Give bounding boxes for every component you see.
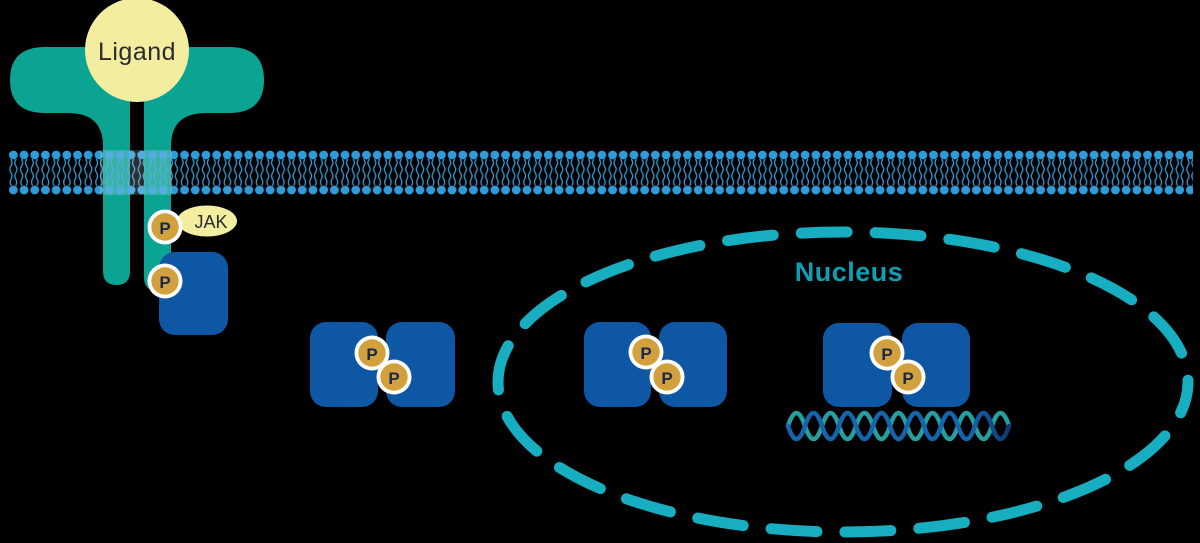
phosphate-badge: P [890,359,926,395]
phosphate-badge: P [354,335,390,371]
ligand-label: Ligand [98,38,176,66]
phosphate-label: P [640,344,651,363]
phosphate-circle [653,363,681,391]
phosphate-circle [632,338,660,366]
lipid-bilayer [8,150,1193,195]
dna-helix [785,410,1012,442]
phosphate-label: P [159,273,170,292]
phosphate-label: P [661,369,672,388]
phosphate-circle [894,363,922,391]
phosphate-label: P [388,369,399,388]
nucleus-envelope [492,226,1194,538]
dna-strand-blue [785,410,1012,442]
dna-strand-teal [785,410,1012,442]
jak-kinase: JAK [177,205,237,237]
stat-dimer-nuclear-entry: P P [584,322,727,407]
receptor-right-chain [144,47,264,291]
phosphate-badge: P [147,209,183,245]
phosphate-label: P [902,369,913,388]
receptor-left-chain [10,47,130,285]
jak-label: JAK [194,212,227,232]
ligand-circle [85,0,189,102]
cell-membrane [8,150,1193,195]
phosphate-label: P [366,345,377,364]
phosphate-circle [151,267,179,295]
receptor [10,47,264,291]
membrane-receptor-overlap [100,150,172,195]
jak-ellipse [177,205,237,237]
phosphate-label: P [159,219,170,238]
phosphate-badge: P [628,334,664,370]
phosphate-badge: P [376,359,412,395]
phosphate-circle [358,339,386,367]
phosphate-badge: P [869,335,905,371]
nucleus: Nucleus [492,226,1194,538]
phosphate-label: P [881,345,892,364]
phosphate-circle [873,339,901,367]
phosphate-badge: P [649,359,685,395]
phosphate-circle [151,213,179,241]
phosphate-circle [380,363,408,391]
ligand: Ligand [85,0,189,102]
stat-dimer-cytoplasm: P P [310,322,455,407]
stat-dimer-dna-bound: P P [823,323,970,407]
phosphate-badge: P [147,263,183,299]
nucleus-label: Nucleus [795,257,904,287]
